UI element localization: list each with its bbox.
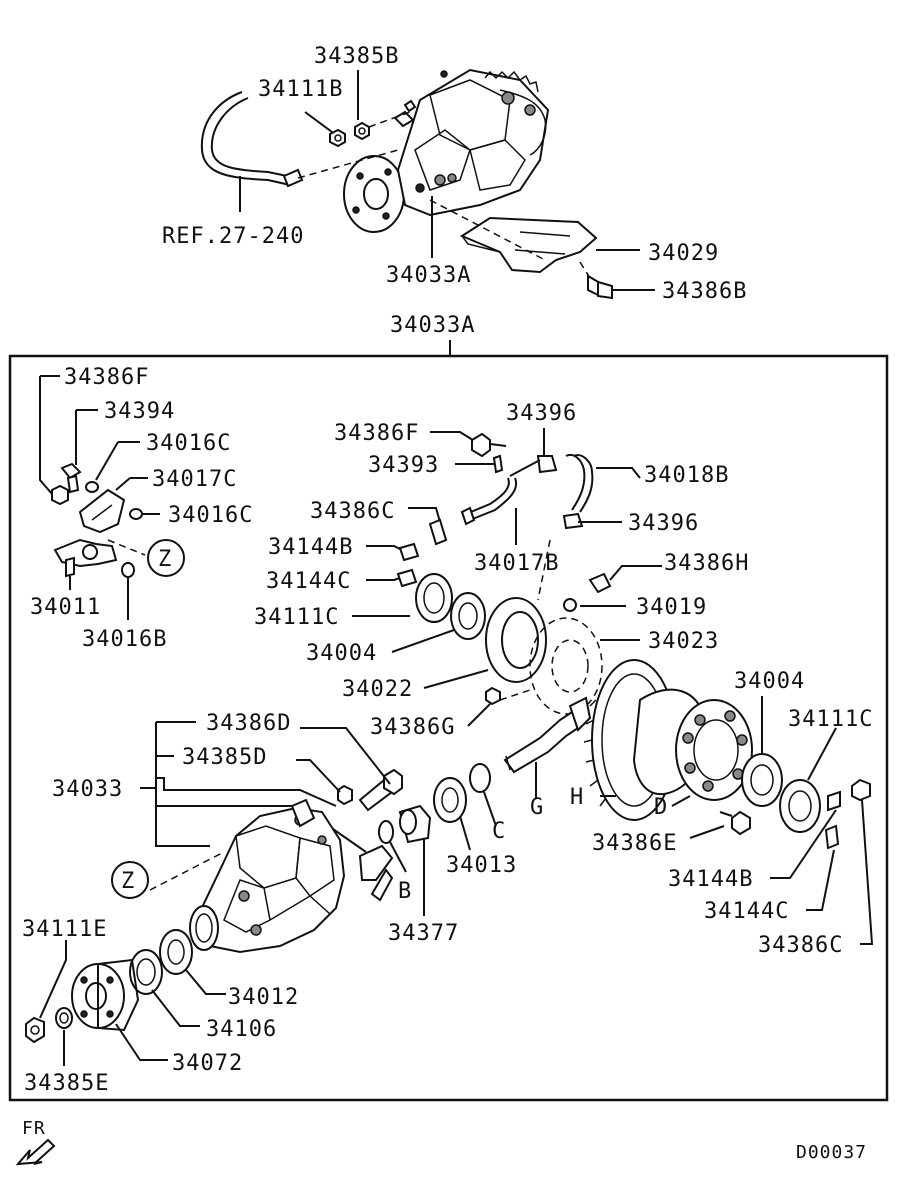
label-34012: 34012 <box>228 985 299 1010</box>
zone-z-marker-1 <box>147 539 185 577</box>
label-zone-Z-1: Z <box>158 547 172 572</box>
label-34377: 34377 <box>388 921 459 946</box>
label-letter-G: G <box>530 795 544 820</box>
label-34396-mid: 34396 <box>628 511 699 536</box>
label-34386H: 34386H <box>664 551 749 576</box>
label-34386G: 34386G <box>370 715 455 740</box>
label-34144C-mid: 34144C <box>266 569 351 594</box>
label-34033A-top: 34033A <box>386 263 471 288</box>
label-34072: 34072 <box>172 1051 243 1076</box>
label-34011: 34011 <box>30 595 101 620</box>
sensor-cluster <box>39 375 160 620</box>
label-34394: 34394 <box>104 399 175 424</box>
zone-z-marker-2 <box>111 861 149 899</box>
label-34013: 34013 <box>446 853 517 878</box>
parts-frame <box>8 354 889 1102</box>
label-34386D: 34386D <box>206 711 291 736</box>
label-34386F-mid: 34386F <box>334 421 419 446</box>
label-34396-top: 34396 <box>506 401 577 426</box>
label-34385D: 34385D <box>182 745 267 770</box>
label-34016C-1: 34016C <box>146 431 231 456</box>
label-letter-C: C <box>492 819 506 844</box>
label-34022: 34022 <box>342 677 413 702</box>
front-arrow-icon <box>15 1138 56 1166</box>
label-34111E: 34111E <box>22 917 107 942</box>
label-ref-27-240: REF.27-240 <box>162 224 304 249</box>
label-34019: 34019 <box>636 595 707 620</box>
label-34111C-right: 34111C <box>788 707 873 732</box>
label-34004-right: 34004 <box>734 669 805 694</box>
label-34385B: 34385B <box>314 44 399 69</box>
label-34385E: 34385E <box>24 1071 109 1096</box>
differential-housing <box>140 721 391 954</box>
label-letter-H: H <box>570 785 584 810</box>
gear-set <box>337 565 874 945</box>
label-34017B: 34017B <box>474 551 559 576</box>
breather-parts <box>366 428 641 601</box>
label-34017C: 34017C <box>152 467 237 492</box>
label-34029: 34029 <box>648 241 719 266</box>
label-34111C-mid: 34111C <box>254 605 339 630</box>
top-differential-assembly <box>200 68 613 300</box>
label-34033A-box: 34033A <box>390 313 475 338</box>
label-letter-B: B <box>398 879 412 904</box>
label-34386E: 34386E <box>592 831 677 856</box>
label-34016C-2: 34016C <box>168 503 253 528</box>
companion-flange-group <box>25 929 226 1066</box>
label-34386C-mid: 34386C <box>310 499 395 524</box>
label-zone-Z-2: Z <box>121 869 135 894</box>
label-34033: 34033 <box>52 777 123 802</box>
label-letter-D: D <box>654 795 668 820</box>
diagram-code: D00037 <box>796 1142 867 1163</box>
label-34386C-right: 34386C <box>758 933 843 958</box>
label-34386F-left: 34386F <box>64 365 149 390</box>
label-34386B: 34386B <box>662 279 747 304</box>
label-34004-mid: 34004 <box>306 641 377 666</box>
label-34111B: 34111B <box>258 77 343 102</box>
label-34144B-mid: 34144B <box>268 535 353 560</box>
label-34106: 34106 <box>206 1017 277 1042</box>
label-34144B-right: 34144B <box>668 867 753 892</box>
label-34016B: 34016B <box>82 627 167 652</box>
label-34018B: 34018B <box>644 463 729 488</box>
label-34393: 34393 <box>368 453 439 478</box>
fr-label: FR <box>22 1118 46 1139</box>
label-34144C-right: 34144C <box>704 899 789 924</box>
label-34023: 34023 <box>648 629 719 654</box>
